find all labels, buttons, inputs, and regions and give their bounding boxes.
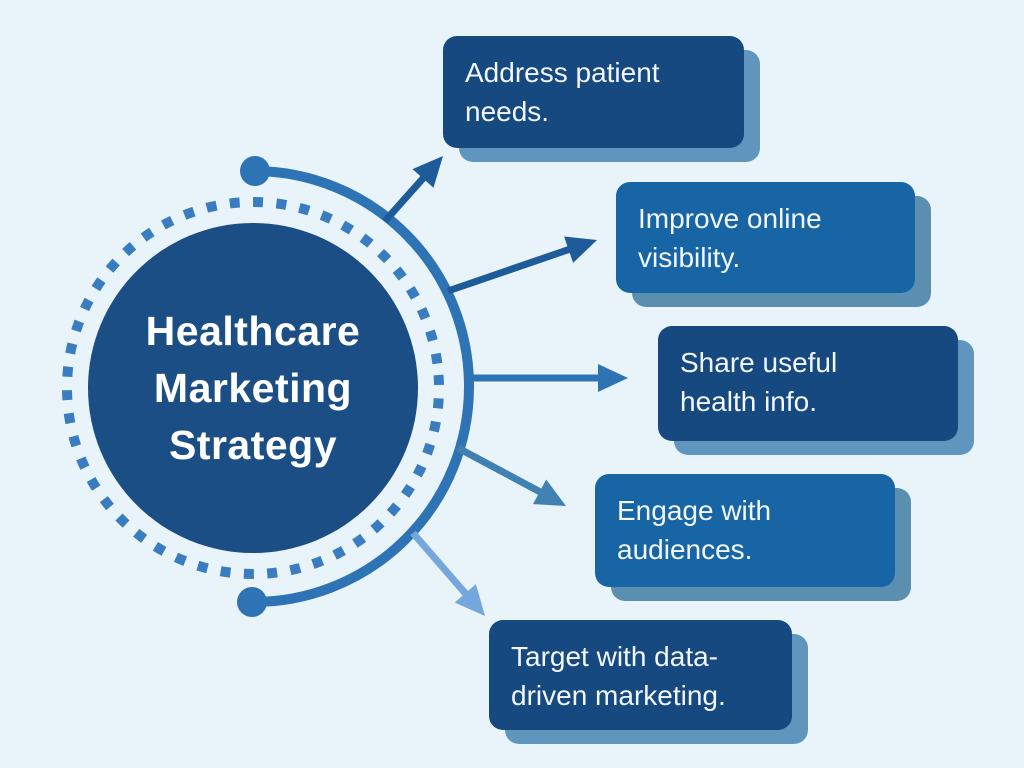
outer-arc: [251, 166, 474, 608]
center-circle: Healthcare Marketing Strategy: [88, 223, 418, 553]
callout-label: Share useful health info.: [680, 347, 838, 417]
diagram-title: Healthcare Marketing Strategy: [145, 307, 361, 468]
arrow-icon-2: [446, 236, 597, 295]
arrow-icon-5: [410, 530, 485, 616]
callout-label: Target with data-driven marketing.: [511, 641, 726, 711]
callout-box-improve-online-visibility: Improve online visibility.: [616, 182, 915, 293]
arrow-icon-1: [382, 156, 443, 224]
arc-end-dot-top: [240, 156, 270, 186]
callout-label: Address patient needs.: [465, 57, 660, 127]
callout-label: Improve online visibility.: [638, 203, 822, 273]
arc-end-dot-bottom: [237, 587, 267, 617]
callout-box-address-patient-needs: Address patient needs.: [443, 36, 744, 148]
callout-box-share-useful-health-info: Share useful health info.: [658, 326, 958, 441]
callout-box-target-with-data-driven-marketing: Target with data-driven marketing.: [489, 620, 792, 730]
callout-box-engage-with-audiences: Engage with audiences.: [595, 474, 895, 587]
callout-label: Engage with audiences.: [617, 495, 772, 565]
arrow-icon-4: [456, 444, 566, 506]
arrow-icon-3: [466, 364, 628, 392]
dotted-ring: [62, 197, 444, 579]
